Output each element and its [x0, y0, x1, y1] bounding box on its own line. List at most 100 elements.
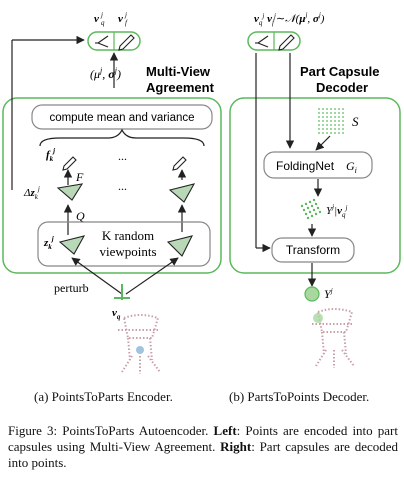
f-k-label: fkj — [46, 147, 55, 163]
pencil-icon — [62, 156, 77, 171]
decoder-title-2: Decoder — [316, 80, 368, 95]
caption-right: (b) PartsToPoints Decoder. — [229, 389, 370, 404]
camera-icon — [58, 235, 86, 255]
grid-dot — [342, 124, 344, 126]
grid-dot — [330, 116, 332, 118]
viewpoints-box — [37, 221, 211, 267]
chair-part — [313, 313, 323, 323]
q-label: Q — [76, 209, 85, 223]
grid-S — [318, 108, 344, 134]
grid-dot — [330, 108, 332, 110]
grid-dot — [338, 132, 340, 134]
grid-dot — [342, 132, 344, 134]
Y-given-label: Yj|vqj — [326, 203, 348, 219]
figure-caption: Figure 3: PointsToParts Autoencoder. Lef… — [8, 423, 398, 471]
axes-icon — [95, 35, 109, 48]
grid-dot — [322, 132, 324, 134]
dots-top: ... — [118, 149, 127, 163]
decoder-box — [229, 97, 401, 274]
grid-dot — [342, 112, 344, 114]
grid-dot — [330, 120, 332, 122]
input-vq-label: vq — [112, 307, 121, 321]
grid-dot — [318, 116, 320, 118]
views-line1: K random — [102, 228, 154, 243]
pencil-icon — [118, 34, 135, 51]
grid-dot — [330, 124, 332, 126]
grid-dot — [334, 116, 336, 118]
compute-label: compute mean and variance — [49, 112, 194, 124]
grid-dot — [326, 124, 328, 126]
grid-dot — [342, 108, 344, 110]
capsule-vq-vf-right — [247, 31, 301, 51]
grid-dot — [338, 112, 340, 114]
grid-dot — [322, 124, 324, 126]
grid-dot — [342, 128, 344, 130]
grid-dot — [334, 128, 336, 130]
grid-dot — [318, 132, 320, 134]
figure-diagram: v q j v f j (μj, σj) Multi-View Agreemen… — [2, 11, 401, 374]
mu-sigma-left: (μj, σj) — [90, 66, 121, 81]
G-label: Gi — [346, 159, 357, 175]
Y-out-label: Yj — [324, 287, 333, 301]
grid-dot — [326, 112, 328, 114]
f-label: F — [75, 170, 84, 184]
pencil-icon — [278, 34, 295, 51]
caption-left: (a) PointsToParts Encoder. — [34, 389, 173, 404]
grid-dot — [318, 128, 320, 130]
grid-dot — [334, 120, 336, 122]
caption-right-bold: Right — [220, 439, 252, 454]
vq-label: v — [94, 13, 99, 25]
grid-dot — [338, 128, 340, 130]
decoder-formula: vqj vfj∼𝒩(μj, σj) — [254, 11, 325, 27]
grid-dot — [338, 120, 340, 122]
grid-dot — [318, 112, 320, 114]
camera-icon — [168, 183, 196, 203]
grid-dot — [322, 108, 324, 110]
perturb-label: perturb — [54, 281, 89, 295]
output-marker — [304, 286, 320, 302]
grid-dot — [322, 112, 324, 114]
grid-dot — [338, 124, 340, 126]
grid-dot — [338, 116, 340, 118]
grid-dot — [322, 116, 324, 118]
svg-text:j: j — [124, 11, 127, 19]
green-axes-icon — [114, 284, 130, 300]
grid-dot — [326, 108, 328, 110]
camera-icon — [56, 183, 84, 201]
chair-pointcloud — [118, 314, 161, 374]
dz-label: Δzkj — [23, 185, 40, 201]
encoder-title-2: Agreement — [146, 80, 215, 95]
grid-dot — [322, 128, 324, 130]
grid-dot — [326, 128, 328, 130]
pencil-icon — [172, 156, 187, 171]
encoder-title-1: Multi-View — [146, 64, 211, 79]
S-label: S — [352, 114, 359, 129]
svg-text:q: q — [101, 19, 105, 27]
grid-dot — [338, 108, 340, 110]
grid-dot — [326, 120, 328, 122]
grid-dot — [334, 132, 336, 134]
views-line2: viewpoints — [99, 244, 156, 259]
encoder-box — [2, 97, 222, 274]
z-k-label: zkj — [43, 235, 54, 251]
grid-dot — [318, 124, 320, 126]
grid-dot — [330, 128, 332, 130]
transform-box — [271, 237, 355, 263]
caption-part2: : Points are encoded into part capsules … — [8, 423, 398, 454]
grid-dot — [334, 124, 336, 126]
caption-part3: : Part capsules are decoded into points. — [8, 439, 398, 470]
transform-label: Transform — [286, 243, 340, 257]
grid-dot — [326, 132, 328, 134]
capsule-vq-vf-left: v q j v f j — [87, 11, 141, 51]
grid-dot — [334, 112, 336, 114]
caption-left-bold: Left — [213, 423, 237, 438]
grid-dot — [318, 108, 320, 110]
dots-mid: ... — [118, 179, 127, 193]
grid-dot — [322, 120, 324, 122]
camera-icon — [166, 235, 194, 257]
foldingnet-label: FoldingNet — [276, 159, 335, 173]
cloud-Y — [300, 198, 322, 220]
svg-text:f: f — [125, 19, 128, 27]
chair-pointcloud — [312, 308, 355, 368]
svg-text:j: j — [100, 11, 103, 19]
